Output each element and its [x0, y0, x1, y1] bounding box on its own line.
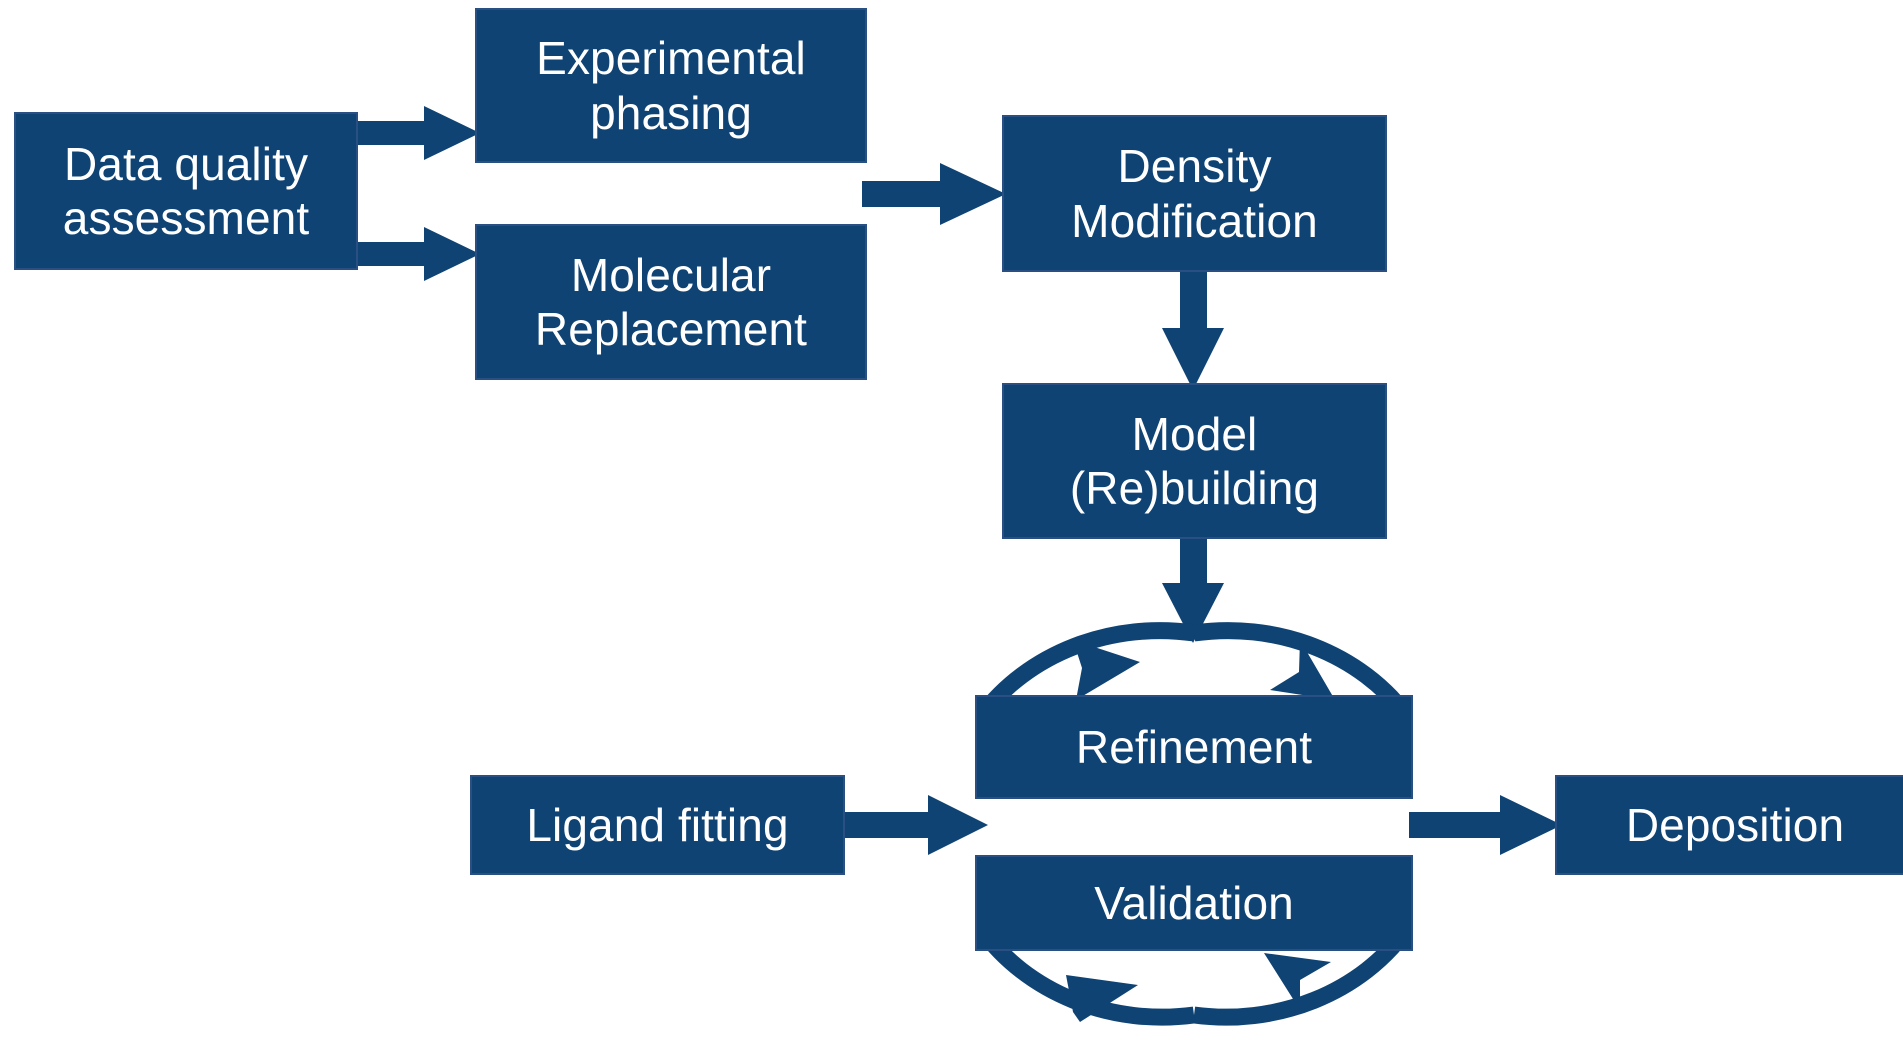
node-density-modification[interactable]: Density Modification [1002, 115, 1387, 272]
node-label: Density Modification [1071, 140, 1318, 247]
node-validation[interactable]: Validation [975, 855, 1413, 951]
edge-cycle-to-deposition-arrow [1409, 795, 1562, 855]
node-label: Experimental phasing [536, 32, 806, 139]
node-label: Data quality assessment [62, 137, 310, 244]
node-molecular-replacement[interactable]: Molecular Replacement [475, 224, 867, 380]
cycle-arrowhead-bottom-right [1264, 953, 1331, 1010]
node-label: Refinement [1075, 720, 1313, 773]
node-label: Deposition [1625, 798, 1845, 851]
node-experimental-phasing[interactable]: Experimental phasing [475, 8, 867, 163]
node-model-rebuilding[interactable]: Model (Re)building [1002, 383, 1387, 539]
node-ligand-fitting[interactable]: Ligand fitting [470, 775, 845, 875]
edge-dqa-to-molecular-replacement-arrow [352, 227, 480, 281]
cycle-arrowhead-top-left [1073, 640, 1140, 700]
cycle-arrowhead-top-right [1270, 640, 1335, 700]
node-label: Validation [1094, 876, 1294, 929]
edge-model-rebuilding-to-refinement-arrow [1162, 535, 1224, 643]
node-refinement[interactable]: Refinement [975, 695, 1413, 799]
node-label: Ligand fitting [526, 798, 789, 851]
node-deposition[interactable]: Deposition [1555, 775, 1903, 875]
edge-dqa-to-experimental-phasing-arrow [352, 106, 480, 160]
edge-density-modification-to-model-rebuilding-arrow [1162, 268, 1224, 390]
edge-ligand-fitting-to-cycle-arrow [843, 795, 988, 855]
edge-phasing-to-density-modification-arrow [862, 163, 1006, 225]
cycle-arrowhead-bottom-left [1066, 975, 1138, 1022]
node-label: Molecular Replacement [534, 248, 808, 355]
node-data-quality-assessment[interactable]: Data quality assessment [14, 112, 358, 270]
node-label: Model (Re)building [1069, 407, 1320, 514]
